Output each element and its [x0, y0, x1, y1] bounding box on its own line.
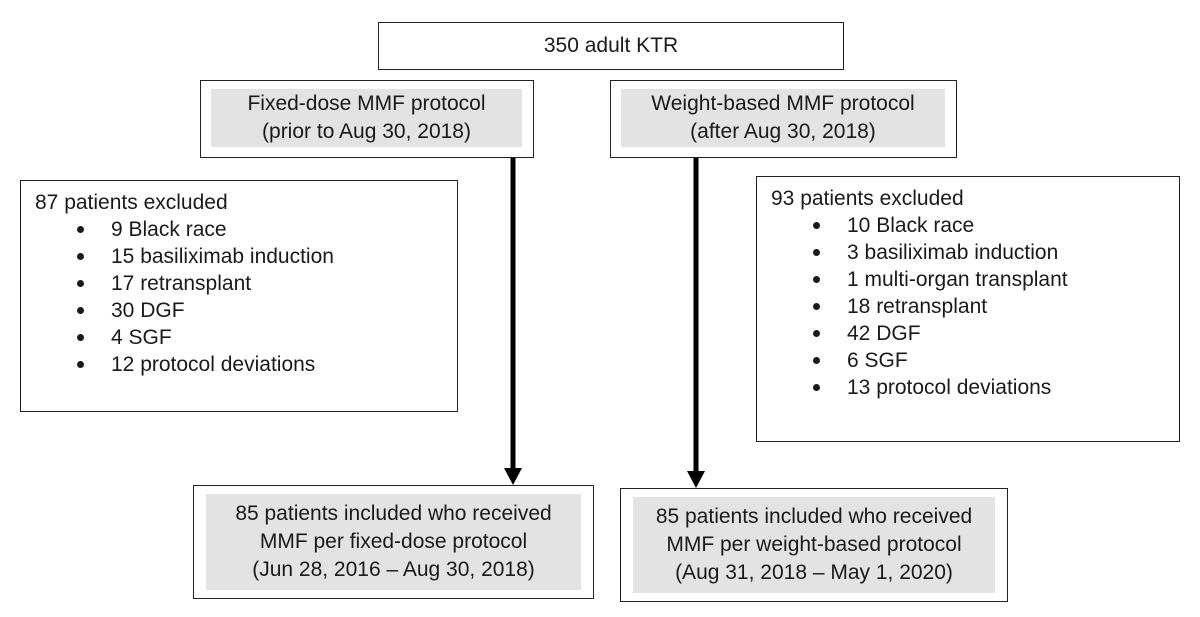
list-item: 17 retransplant	[35, 270, 457, 297]
list-item: 42 DGF	[771, 320, 1179, 347]
weight-based-included-box: 85 patients included who received MMF pe…	[620, 488, 1008, 602]
fixed-dose-protocol-box: Fixed-dose MMF protocol (prior to Aug 30…	[200, 80, 534, 158]
list-item: 1 multi-organ transplant	[771, 266, 1179, 293]
fixed-dose-excluded-box: 87 patients excluded 9 Black race 15 bas…	[20, 180, 458, 412]
list-item: 30 DGF	[35, 297, 457, 324]
weight-based-included-line3: (Aug 31, 2018 – May 1, 2020)	[675, 561, 953, 584]
total-label: 350 adult KTR	[543, 34, 679, 57]
weight-based-included-line2: MMF per weight-based protocol	[666, 533, 962, 556]
list-item: 10 Black race	[771, 212, 1179, 239]
list-item: 12 protocol deviations	[35, 351, 457, 378]
fixed-dose-excluded-header: 87 patients excluded	[35, 191, 228, 214]
weight-based-protocol-date: (after Aug 30, 2018)	[690, 120, 876, 143]
weight-based-excluded-box: 93 patients excluded 10 Black race 3 bas…	[756, 176, 1180, 442]
fixed-dose-protocol-title: Fixed-dose MMF protocol	[247, 92, 486, 115]
list-item: 18 retransplant	[771, 293, 1179, 320]
weight-based-protocol-box: Weight-based MMF protocol (after Aug 30,…	[610, 80, 957, 158]
weight-based-excluded-list: 10 Black race 3 basiliximab induction 1 …	[771, 212, 1179, 401]
weight-based-excluded-header: 93 patients excluded	[771, 187, 964, 210]
fixed-dose-excluded-list: 9 Black race 15 basiliximab induction 17…	[35, 216, 457, 378]
weight-based-included-line1: 85 patients included who received	[655, 505, 973, 528]
total-box: 350 adult KTR	[378, 22, 844, 70]
weight-based-protocol-title: Weight-based MMF protocol	[651, 92, 915, 115]
list-item: 4 SGF	[35, 324, 457, 351]
weight-based-arrowhead	[687, 471, 705, 488]
list-item: 9 Black race	[35, 216, 457, 243]
list-item: 13 protocol deviations	[771, 374, 1179, 401]
fixed-dose-included-line2: MMF per fixed-dose protocol	[259, 530, 528, 553]
fixed-dose-included-line1: 85 patients included who received	[235, 502, 552, 525]
fixed-dose-included-box: 85 patients included who received MMF pe…	[193, 485, 594, 599]
list-item: 15 basiliximab induction	[35, 243, 457, 270]
fixed-dose-included-line3: (Jun 28, 2016 – Aug 30, 2018)	[252, 558, 535, 581]
fixed-dose-protocol-date: (prior to Aug 30, 2018)	[262, 120, 471, 143]
fixed-dose-arrowhead	[504, 468, 522, 485]
list-item: 3 basiliximab induction	[771, 239, 1179, 266]
list-item: 6 SGF	[771, 347, 1179, 374]
